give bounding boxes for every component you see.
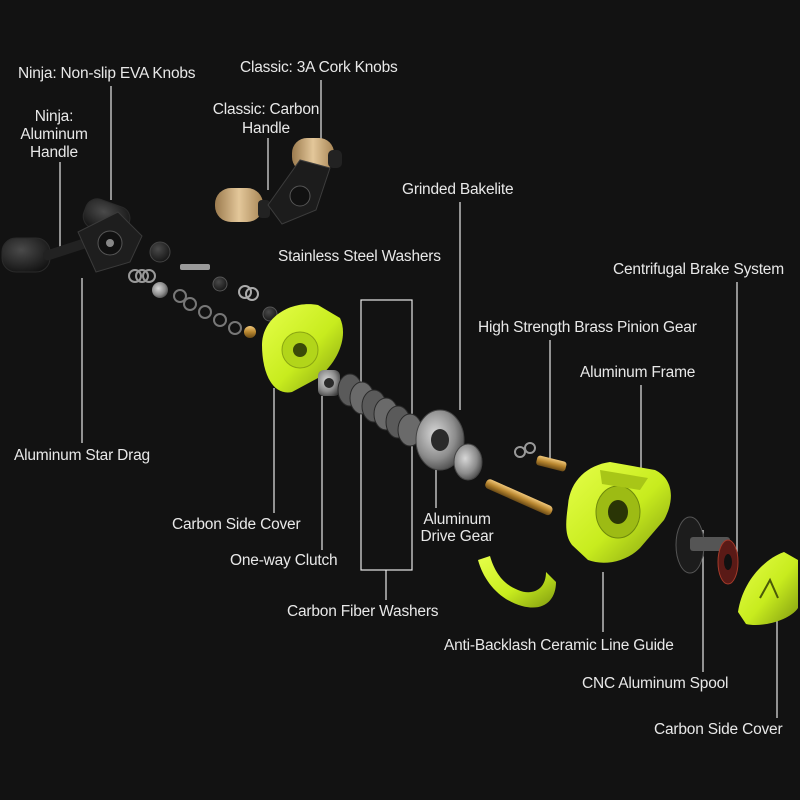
label-carbon-side-cover-right: Carbon Side Cover [654,721,783,738]
label-aluminum-frame: Aluminum Frame [580,364,696,381]
label-pinion-gear: High Strength Brass Pinion Gear [478,319,697,336]
star-drag-and-small-parts [128,241,278,338]
label-carbon-fiber-washers: Carbon Fiber Washers [287,603,439,620]
label-classic-carbon-handle: Classic: Carbon Handle [212,101,320,137]
ninja-handle-assembly [1,198,143,273]
label-one-way-clutch: One-way Clutch [230,552,338,569]
label-classic-cork-knobs: Classic: 3A Cork Knobs [240,59,398,76]
one-way-clutch-part [318,370,340,396]
aluminum-frame-part [566,462,671,563]
drive-gear-part [415,409,483,481]
label-aluminum-drive-gear: Aluminum Drive Gear [420,511,494,545]
label-ninja-aluminum-handle: Ninja: Aluminum Handle [20,108,88,161]
label-cnc-aluminum-spool: CNC Aluminum Spool [582,675,729,692]
label-aluminum-star-drag: Aluminum Star Drag [14,447,150,464]
label-stainless-steel-washers: Stainless Steel Washers [278,248,441,265]
pinion-gear-part [485,442,567,516]
label-ninja-eva-knobs: Ninja: Non-slip EVA Knobs [18,65,196,82]
label-centrifugal-brake: Centrifugal Brake System [613,261,784,278]
label-grinded-bakelite: Grinded Bakelite [402,181,514,198]
callout-lines [59,80,778,718]
line-guide-part [478,556,556,608]
washer-stack [337,373,423,447]
label-ceramic-line-guide: Anti-Backlash Ceramic Line Guide [444,637,674,654]
right-side-cover-part [738,552,798,626]
label-carbon-side-cover-left: Carbon Side Cover [172,516,301,533]
classic-handle-assembly [215,138,342,225]
spool-and-brake-part [675,516,739,585]
